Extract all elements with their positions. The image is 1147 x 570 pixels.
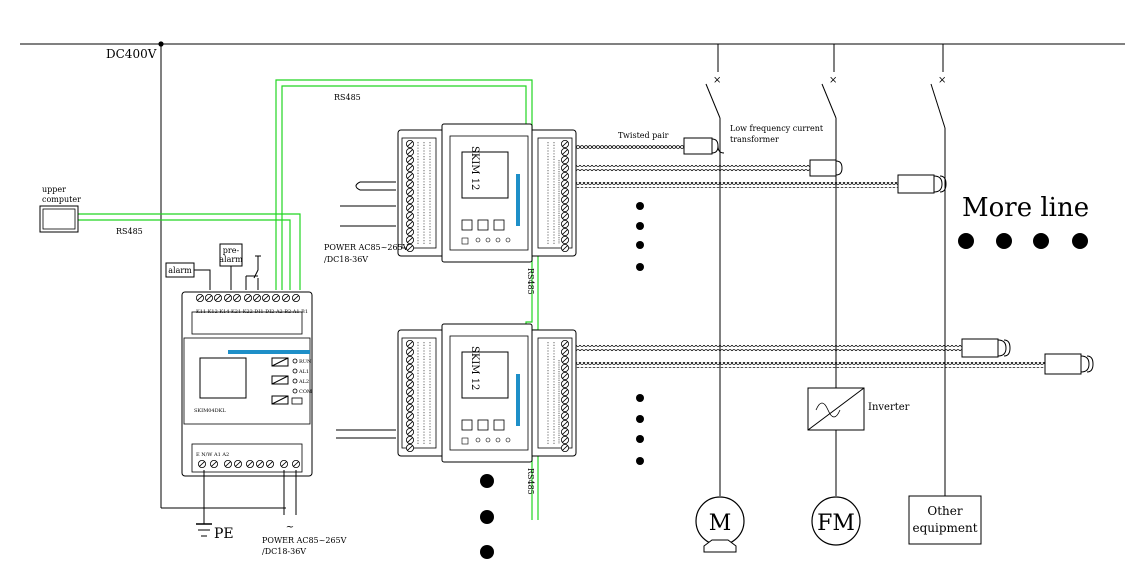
svg-text:AL2: AL2 xyxy=(298,379,309,385)
twisted-pair-1 xyxy=(576,143,686,149)
svg-text:RUN: RUN xyxy=(299,359,312,365)
bottom-ellipsis-dots xyxy=(636,394,644,465)
svg-text:COM: COM xyxy=(299,389,312,395)
other-equipment-line2: equipment xyxy=(912,521,977,535)
pe-label: PE xyxy=(214,526,234,542)
power-main-label-2: /DC18-36V xyxy=(262,547,306,556)
rs485-top-label: RS485 xyxy=(334,93,361,102)
twisted-pair-2 xyxy=(576,165,812,171)
power-main-label-1: POWER AC85~265V xyxy=(262,536,347,545)
upper-computer-label-2: computer xyxy=(42,195,81,204)
main-unit-model: SKIM04DKL xyxy=(194,408,226,414)
more-modules-dots xyxy=(480,474,494,559)
svg-text:M: M xyxy=(709,511,732,536)
switch-cross-3: × xyxy=(938,75,946,86)
inverter-box: Inverter xyxy=(807,387,910,431)
top-ellipsis-dots xyxy=(636,202,644,271)
svg-text:FM: FM xyxy=(817,511,855,536)
upper-computer-icon xyxy=(39,205,79,233)
switch-cross-1: × xyxy=(713,75,721,86)
ct-4 xyxy=(961,338,999,358)
twisted-pair-3 xyxy=(576,182,898,188)
alarm-label: alarm xyxy=(168,266,192,275)
ct-1 xyxy=(683,137,713,155)
upper-computer-label-1: upper xyxy=(42,185,66,194)
more-line-label: More line xyxy=(962,193,1089,223)
pre-alarm-label-1: pre- xyxy=(223,246,240,255)
motor-m: M xyxy=(695,496,745,553)
rs485-left-label: RS485 xyxy=(116,227,143,236)
pre-alarm-label-2: alarm xyxy=(219,255,243,264)
twisted-pair-4 xyxy=(576,345,964,351)
module-top-name: SKIM 12 xyxy=(469,146,480,190)
ct-5 xyxy=(1044,353,1082,375)
power-top-label-1: POWER AC85~265V xyxy=(324,243,409,252)
power-top-label-2: /DC18-36V xyxy=(324,255,368,264)
ct-3 xyxy=(897,174,935,194)
module-top: SKIM 12 xyxy=(398,124,576,262)
main-bottom-terminal-labels: E N/W A1 A2 xyxy=(196,452,229,458)
ac-symbol: ~ xyxy=(286,522,294,533)
module-bottom: SKIM 12 xyxy=(398,324,576,462)
rs485-mid-label: RS485 xyxy=(526,268,535,295)
motor-fm: FM xyxy=(811,496,861,546)
other-equipment-box: Other equipment xyxy=(908,495,982,545)
lf-ct-label-1: Low frequency current xyxy=(730,124,824,133)
twisted-pair-label: Twisted pair xyxy=(618,131,669,140)
main-unit: alarm pre- alarm K11 K12 K14 K21 K22 DI1… xyxy=(165,243,313,477)
twisted-pair-5 xyxy=(576,362,1046,368)
ct-2 xyxy=(809,159,837,177)
rs485-bottom-label: RS485 xyxy=(526,468,535,495)
more-line-dots xyxy=(958,233,1088,249)
other-equipment-line1: Other xyxy=(927,504,962,518)
svg-text:AL1: AL1 xyxy=(298,369,309,375)
lf-ct-label-2: transformer xyxy=(730,135,779,144)
inverter-label: Inverter xyxy=(868,402,910,413)
main-top-terminal-labels: K11 K12 K14 K21 K22 DI1 DI2 A2 B2 A1 B1 xyxy=(196,309,308,315)
module-bottom-name: SKIM 12 xyxy=(469,346,480,390)
bus-label: DC400V xyxy=(106,47,157,61)
switch-cross-2: × xyxy=(829,75,837,86)
